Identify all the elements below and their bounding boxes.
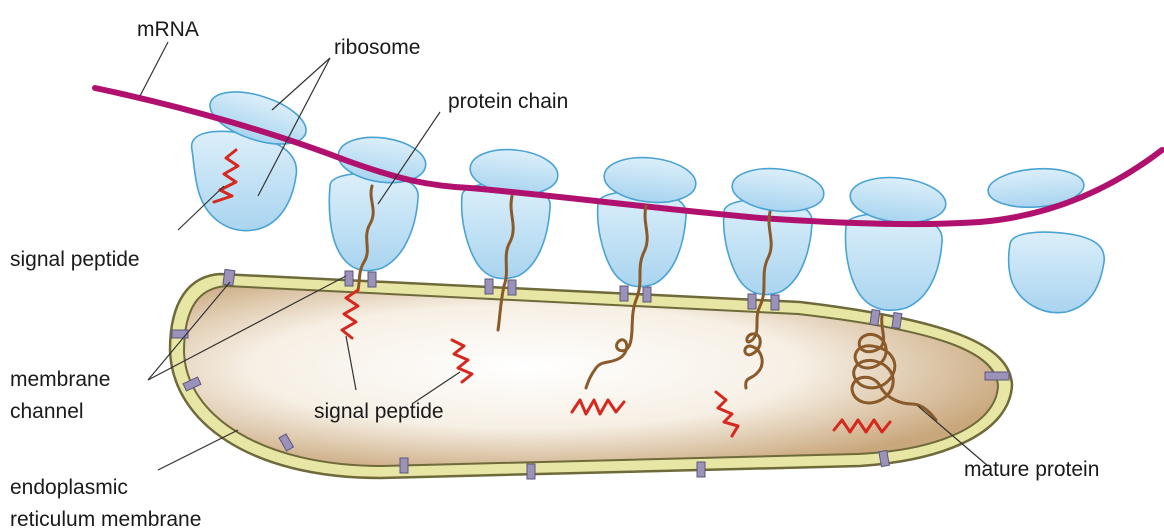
membrane-channel (892, 313, 902, 329)
label-protein-chain: protein chain (448, 90, 568, 113)
leader-line-er-membrane (158, 430, 238, 470)
label-signal-peptide-top: signal peptide (10, 248, 140, 271)
label-mrna: mRNA (137, 18, 199, 41)
membrane-channel (985, 372, 1009, 380)
membrane-channel (485, 279, 493, 294)
membrane-channel (508, 280, 516, 295)
membrane-channel (697, 462, 705, 477)
membrane-channel (400, 458, 408, 473)
label-signal-peptide-bottom: signal peptide (314, 400, 444, 423)
membrane-channel (771, 295, 779, 310)
membrane-channel (643, 287, 651, 302)
membrane-channel (527, 464, 535, 479)
ribosome-large-subunit (192, 131, 297, 230)
membrane-channel (172, 330, 188, 338)
ribosome-large-subunit (1009, 232, 1105, 313)
label-membrane-channel-1: membrane (10, 368, 110, 391)
leader-line-ribosome-1 (272, 58, 330, 110)
membrane-channel (748, 294, 756, 309)
label-ribosome: ribosome (334, 36, 420, 59)
membrane-channel (870, 310, 880, 326)
label-membrane-channel-2: channel (10, 400, 84, 423)
label-er-membrane-1: endoplasmic (10, 476, 128, 499)
membrane-channel (345, 271, 353, 286)
label-mature-protein: mature protein (964, 458, 1099, 481)
leader-line-mrna (140, 42, 168, 96)
membrane-channel (620, 286, 628, 301)
ribosome-large-subunit (845, 214, 942, 311)
ribosome-large-subunit (329, 174, 418, 271)
label-er-membrane-2: reticulum membrane (10, 508, 201, 531)
membrane-channel (368, 272, 376, 287)
